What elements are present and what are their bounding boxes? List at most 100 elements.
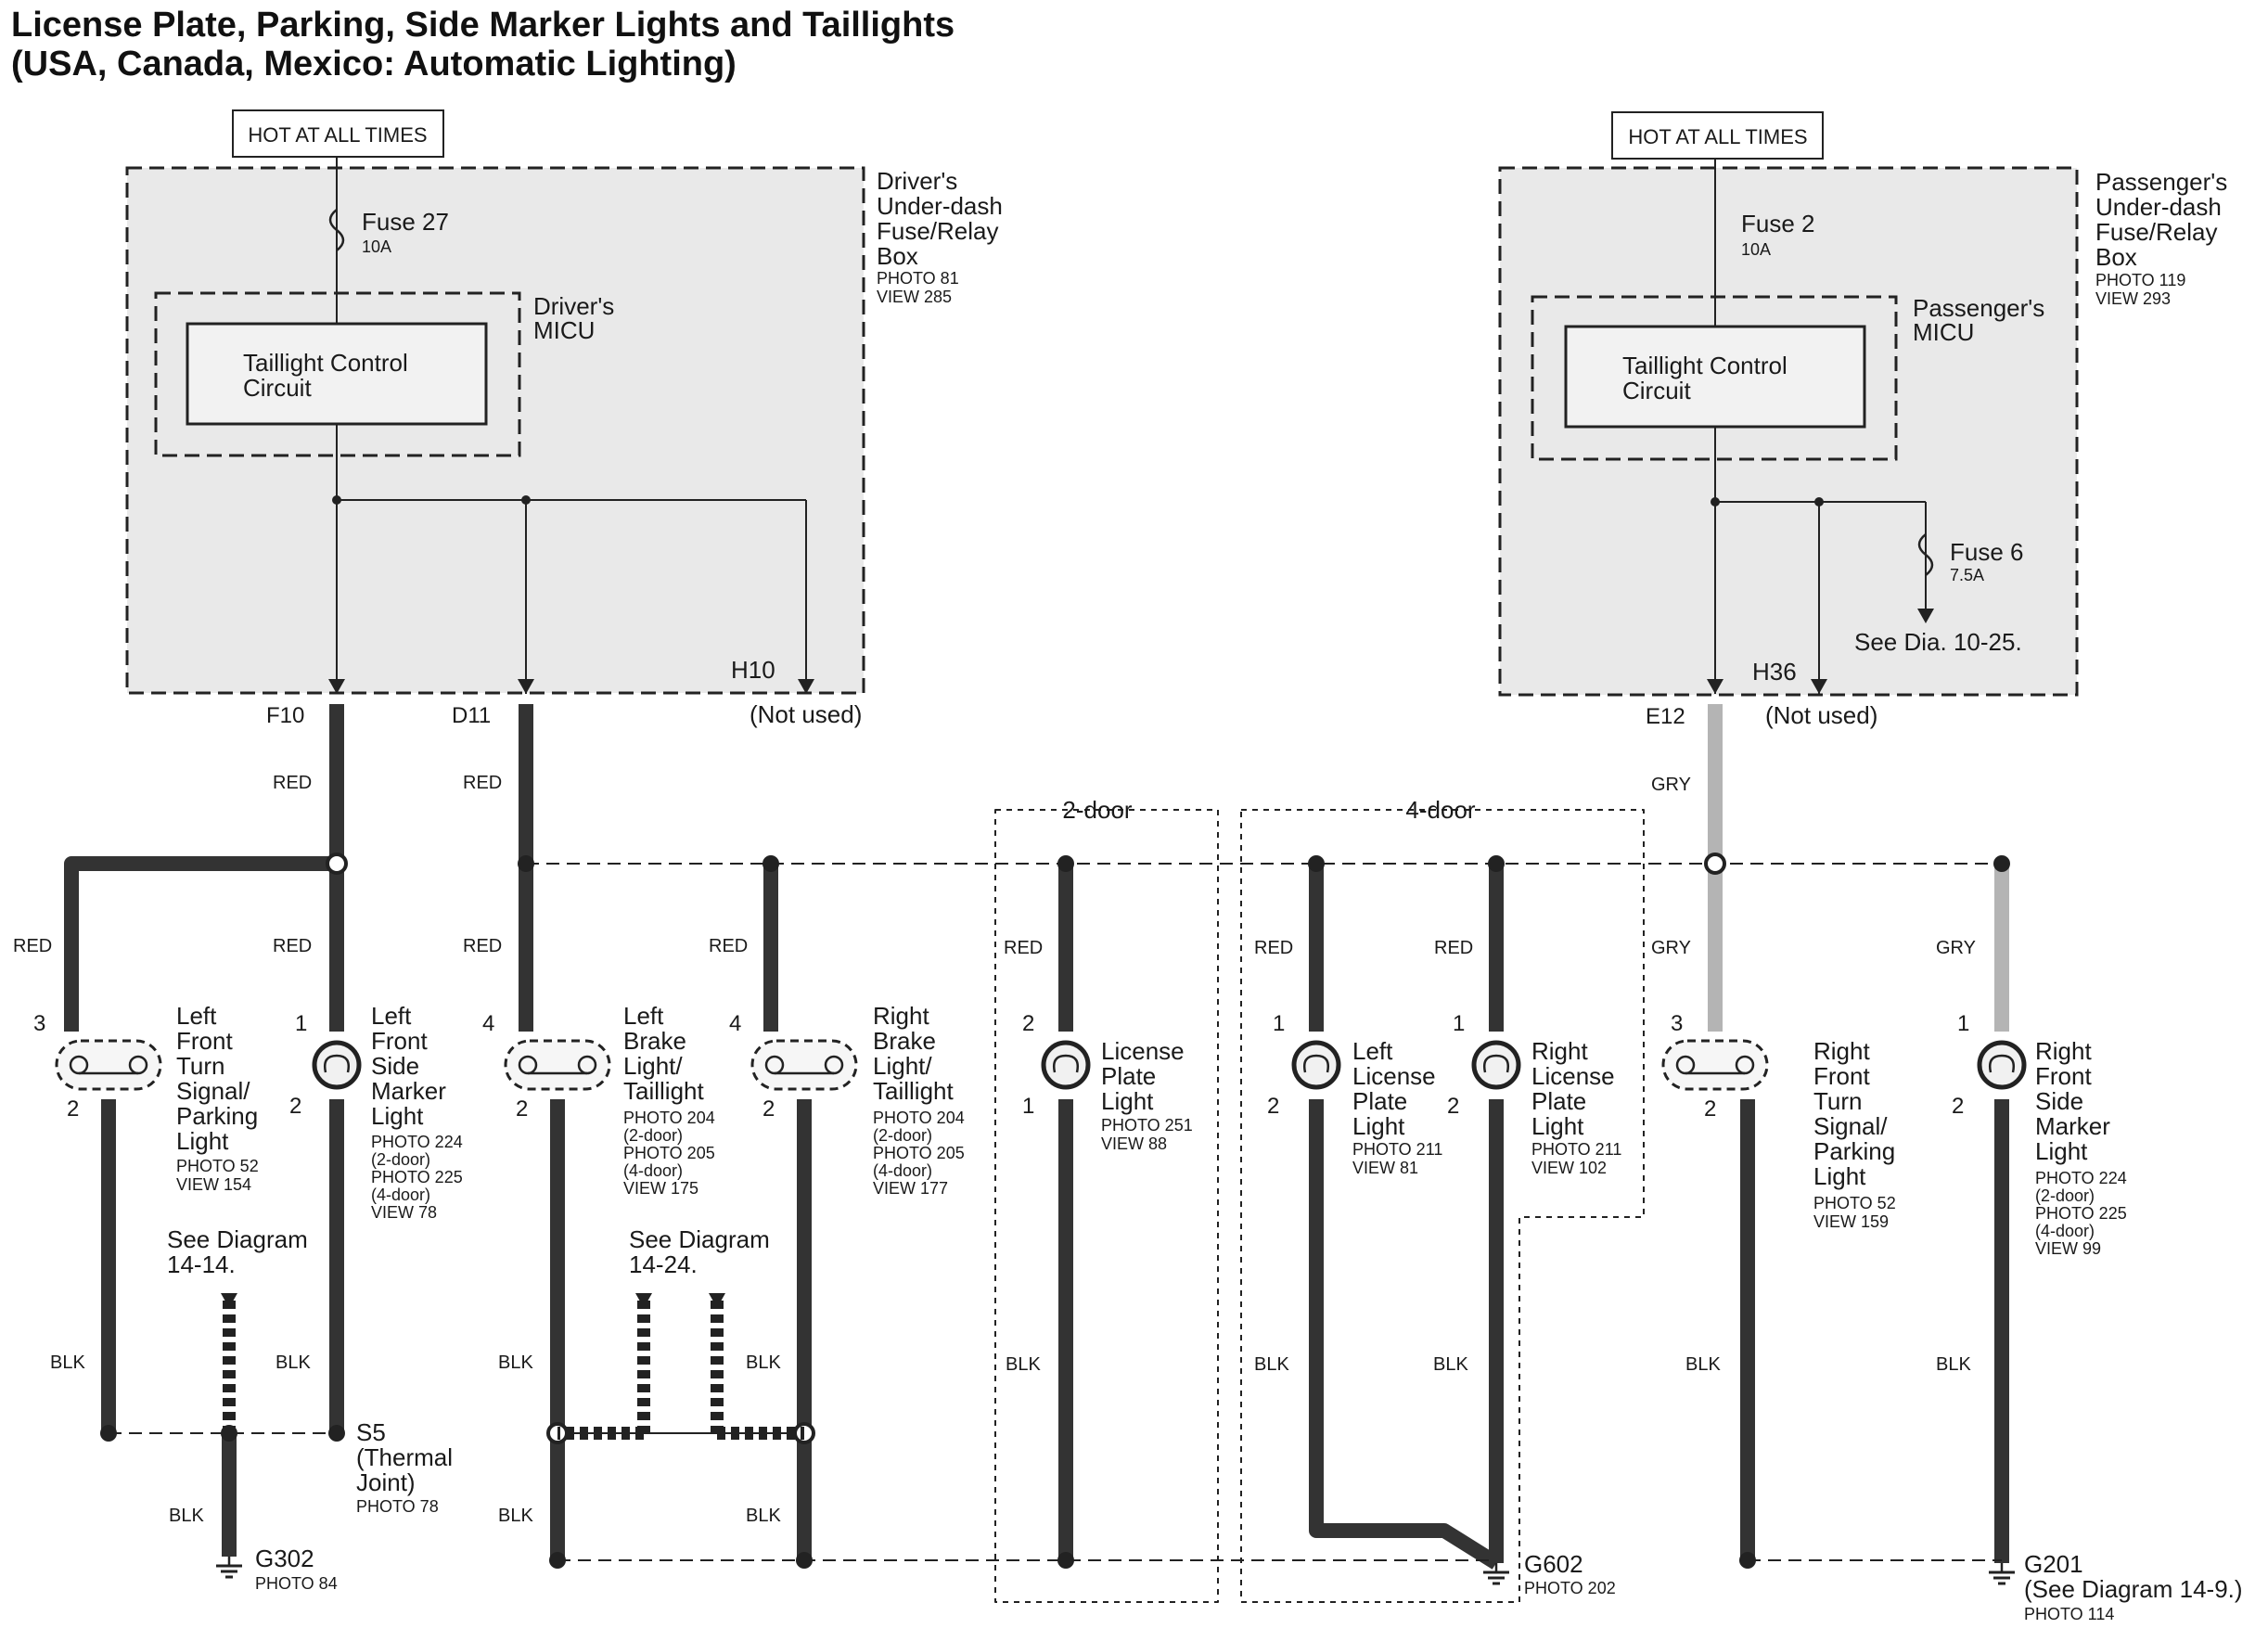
passenger-fuse-box [1498, 166, 2079, 697]
label: PHOTO 84 [255, 1574, 338, 1593]
label: Light [1101, 1087, 1154, 1115]
label: Right [1813, 1037, 1870, 1065]
label: 3 [1671, 1011, 1683, 1036]
label: Side [371, 1052, 419, 1080]
label: Joint) [356, 1468, 416, 1496]
label: Right [1531, 1037, 1588, 1065]
label: 14-24. [629, 1250, 698, 1278]
splice-point [1704, 853, 1726, 875]
label: Right [873, 1002, 929, 1030]
taillight-control-circuit-right [1564, 325, 1866, 429]
splice-point [326, 853, 348, 875]
driver-fuse-box [125, 166, 865, 695]
label: (2-door) [371, 1150, 430, 1169]
title-line-2: (USA, Canada, Mexico: Automatic Lighting… [11, 45, 737, 83]
four-door-outline [1240, 809, 1645, 1603]
junction-dot [1057, 855, 1074, 872]
two-door-outline [994, 809, 1219, 1603]
label: PHOTO 114 [2024, 1605, 2114, 1623]
label: VIEW 175 [623, 1179, 698, 1198]
label: 2 [1704, 1096, 1716, 1122]
arrow-icon [1811, 679, 1827, 694]
label: Light [176, 1127, 229, 1155]
label: BLK [1433, 1354, 1468, 1375]
label: 2 [1952, 1094, 1964, 1119]
label: F10 [266, 703, 304, 728]
dual-bulb-housing-icon [55, 1039, 162, 1091]
junction-dot [1488, 855, 1505, 872]
arrow-icon [635, 1293, 652, 1308]
label: (4-door) [371, 1186, 430, 1204]
label: See Diagram [629, 1225, 770, 1253]
label: 3 [33, 1011, 45, 1036]
label: BLK [50, 1353, 85, 1373]
label: BLK [1254, 1354, 1289, 1375]
label: Right [2035, 1037, 2092, 1065]
label: D11 [452, 703, 491, 728]
label: Fuse 6 [1950, 538, 2024, 566]
junction-dot [1993, 855, 2010, 872]
label: 2 [516, 1096, 528, 1122]
label: Taillight Control [243, 349, 408, 377]
label: 1 [1453, 1011, 1465, 1036]
label: MICU [1913, 318, 1974, 346]
label: RED [463, 773, 502, 793]
label: Box [877, 242, 918, 270]
title-line-1: License Plate, Parking, Side Marker Ligh… [11, 6, 955, 45]
hot-label: HOT AT ALL TIMES [1628, 125, 1807, 148]
filament-icon [324, 1054, 350, 1073]
label: BLK [746, 1506, 781, 1526]
label: PHOTO 225 [2035, 1204, 2127, 1223]
label: BLK [169, 1506, 204, 1526]
label: License [1352, 1062, 1436, 1090]
label: PHOTO 205 [623, 1144, 715, 1162]
page-title: License Plate, Parking, Side Marker Ligh… [11, 6, 955, 83]
label: Light [1352, 1112, 1405, 1140]
label: 4 [482, 1011, 494, 1036]
label: 10A [1741, 240, 1771, 259]
label: VIEW 177 [873, 1179, 948, 1198]
label: 2 [67, 1096, 79, 1122]
junction-dot [100, 1425, 117, 1442]
label: Light [1531, 1112, 1584, 1140]
label: (4-door) [2035, 1222, 2095, 1240]
label: VIEW 285 [877, 288, 952, 306]
label: RED [709, 936, 748, 956]
label: 7.5A [1950, 566, 1984, 584]
label: 1 [1273, 1011, 1285, 1036]
label: PHOTO 52 [1813, 1194, 1896, 1212]
bulb-icon [312, 1040, 362, 1090]
label: PHOTO 225 [371, 1168, 463, 1186]
label: G302 [255, 1545, 314, 1572]
label: Brake [623, 1027, 686, 1055]
label: (2-door) [2035, 1186, 2095, 1205]
label: Taillight Control [1622, 352, 1787, 379]
label: 4 [729, 1011, 741, 1036]
label: Circuit [243, 374, 312, 402]
label: (4-door) [873, 1161, 932, 1180]
arrow-icon [1707, 679, 1723, 694]
fuse-icon [328, 209, 345, 251]
hot-at-all-times-left [232, 109, 444, 158]
label: GRY [1936, 938, 1976, 958]
bulb-icon [1471, 1040, 1521, 1090]
junction-dot [1711, 497, 1720, 506]
dual-bulb-housing-icon [504, 1039, 611, 1091]
arrow-icon [709, 1293, 725, 1308]
label: 4-door [1405, 796, 1475, 824]
label: 14-14. [167, 1250, 236, 1278]
label: PHOTO 81 [877, 269, 959, 288]
label: Fuse/Relay [877, 217, 999, 245]
label: 2-door [1062, 796, 1132, 824]
black-wire [1309, 1099, 1501, 1570]
label: Front [371, 1027, 428, 1055]
label: 2 [1022, 1011, 1034, 1036]
label: Marker [371, 1077, 446, 1105]
label: PHOTO 78 [356, 1497, 439, 1516]
label: 2 [762, 1096, 775, 1122]
label: BLK [1685, 1354, 1721, 1375]
label: Plate [1352, 1087, 1407, 1115]
label: See Dia. 10-25. [1854, 628, 2022, 656]
label: Light [1813, 1162, 1866, 1190]
label: RED [1254, 938, 1293, 958]
